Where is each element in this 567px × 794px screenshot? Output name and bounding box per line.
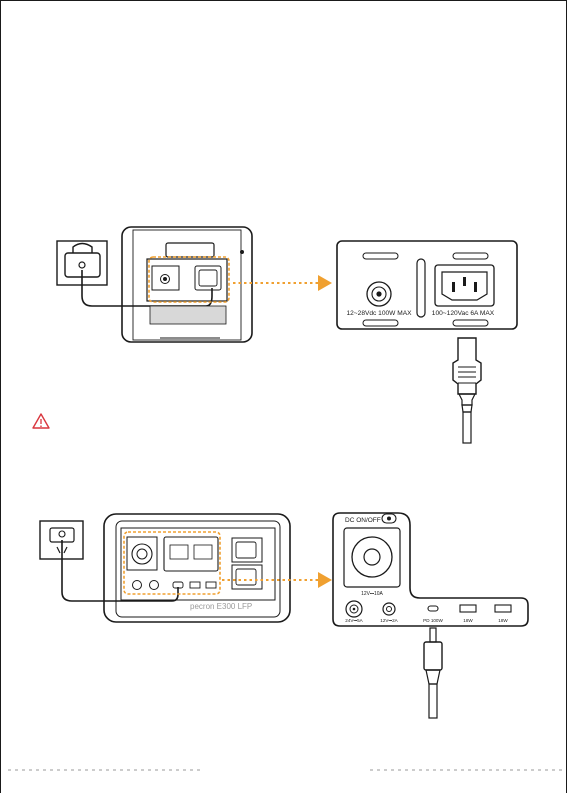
port-label-3: PD 100W: [423, 618, 443, 623]
power-cable-2: [62, 540, 178, 601]
usb-c-cable: [424, 628, 442, 718]
port-usb-c: [428, 606, 438, 611]
brand-logo: pecron E300 LFP: [190, 602, 252, 611]
power-station-rear: [122, 227, 252, 342]
port-dc-5521-24v: [346, 601, 362, 617]
port-label-2: 12V⎓2A: [380, 618, 398, 623]
port-label-1: 24V⎓5A: [345, 618, 363, 623]
car-port-label: 12V⎓10A: [361, 591, 383, 597]
rear-port-panel-zoom: 12~28Vdc 100W MAX 100~120Vac 6A MAX: [337, 241, 517, 329]
port-dc-5521-12v: [383, 603, 395, 615]
front-port-panel-zoom: DC ON/OFF 12V⎓10A 24V⎓5A 12V: [333, 513, 528, 626]
dc-input-port: [367, 282, 391, 306]
ac-input-label: 100~120Vac 6A MAX: [432, 310, 495, 317]
figure-ac-charging: 12~28Vdc 100W MAX 100~120Vac 6A MAX: [33, 227, 517, 443]
port-usb-a-2: [495, 605, 511, 612]
power-station-front: pecron E300 LFP: [104, 514, 290, 622]
warning-icon: [33, 414, 49, 428]
car-port: [352, 537, 392, 577]
dc-switch-label: DC ON/OFF: [345, 517, 381, 524]
port-label-5: 18W: [498, 618, 508, 623]
figure-dc-output: pecron E300 LFP DC ON/OFF 12V⎓10A: [40, 513, 528, 718]
ac-cable-plug: [453, 338, 481, 443]
port-usb-a-1: [460, 605, 476, 612]
dc-input-label: 12~28Vdc 100W MAX: [346, 310, 412, 317]
ac-input-port: [435, 265, 494, 306]
port-label-4: 18W: [463, 618, 473, 623]
